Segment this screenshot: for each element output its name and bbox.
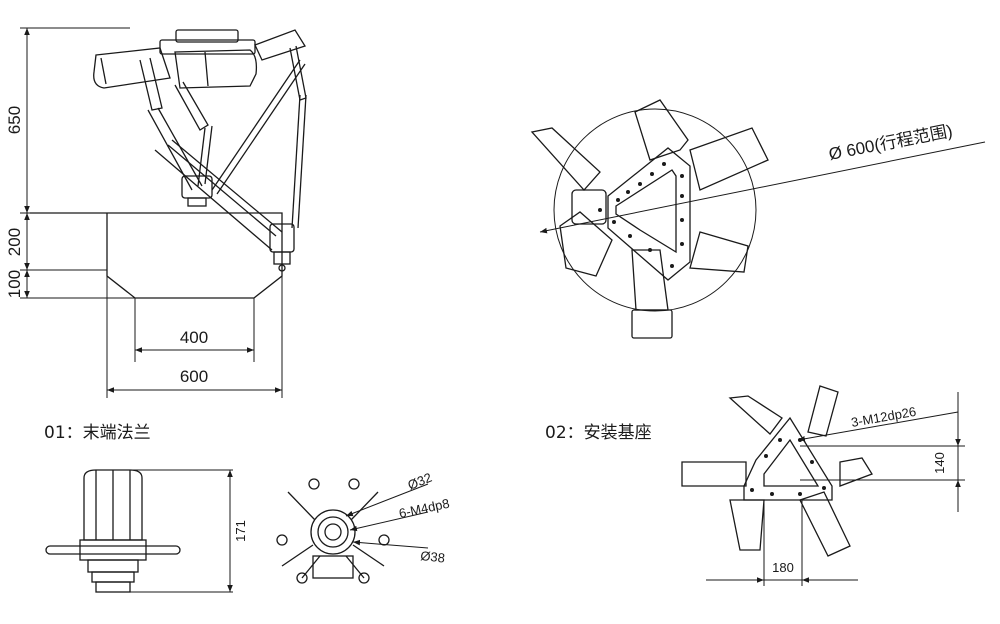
dim-phi32: Ø32: [406, 470, 434, 493]
range-label: Ø 600(行程范围): [827, 121, 954, 164]
range-circle: [553, 108, 757, 312]
section1-title: 01：末端法兰: [44, 423, 151, 443]
dim-171: 171: [233, 520, 248, 542]
dim-200: 200: [5, 228, 24, 256]
mounting-base: [681, 385, 965, 586]
end-flange-top: [276, 478, 429, 584]
motor-top-right: [254, 29, 306, 61]
robot-base-plate: [159, 39, 256, 55]
dim-650: 650: [5, 106, 24, 134]
section2-title: 02：安装基座: [545, 423, 652, 443]
top-view: [530, 99, 986, 339]
dim-phi38: Ø38: [420, 548, 446, 565]
motor-left: [93, 47, 171, 89]
dim-140: 140: [932, 452, 947, 474]
dim-600: 600: [180, 367, 208, 386]
dim-400: 400: [180, 328, 208, 347]
dim-thread-base: 3-M12dp26: [850, 404, 917, 430]
motor-right: [174, 49, 258, 89]
dim-180: 180: [772, 560, 794, 575]
dim-thread-flange: 6-M4dp8: [398, 496, 451, 521]
base-triangle: [607, 147, 691, 281]
side-view: [20, 27, 307, 398]
dim-100: 100: [5, 270, 24, 298]
end-flange-side: [45, 469, 233, 593]
